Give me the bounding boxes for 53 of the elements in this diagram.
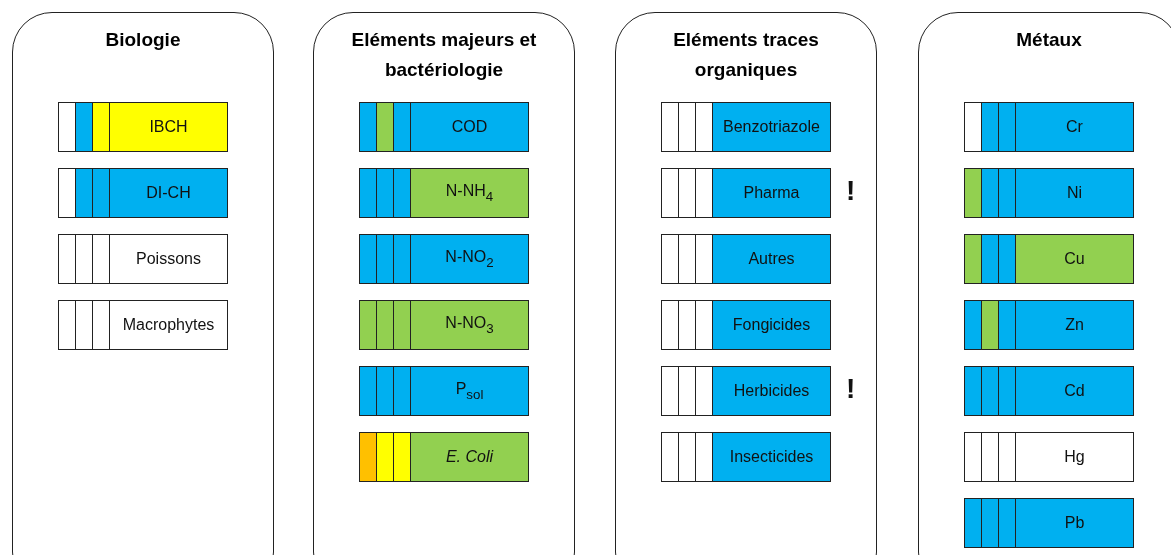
parameter-label: COD [450,118,489,136]
parameter-bar [964,234,1134,284]
parameter-bar [359,366,529,416]
parameter-label: Herbicides [732,382,811,400]
parameter-bar [661,300,831,350]
parameter-bar [58,300,228,350]
parameter-label: N-NH$_{4}$ [444,182,495,204]
parameter-label: E. Coli [444,448,495,466]
parameter-label: Insecticides [728,448,815,466]
parameter-label: Zn [1064,316,1085,334]
parameter-bar [964,168,1134,218]
parameter-bar [964,432,1134,482]
group-panel [313,12,575,555]
parameter-bar [58,234,228,284]
parameter-bar [359,168,529,218]
parameter-bar [359,234,529,284]
parameter-bar [661,432,831,482]
parameter-label: Poissons [135,250,202,268]
parameter-bar [964,498,1134,548]
parameter-label: Cu [1063,250,1086,268]
parameter-bar [58,168,228,218]
parameter-label: IBCH [148,118,189,136]
parameter-label: Hg [1063,448,1086,466]
parameter-bar [964,102,1134,152]
parameter-bar [661,234,831,284]
parameter-label: Benzotriazole [722,118,821,136]
parameter-label: Cr [1065,118,1084,136]
parameter-label: Pb [1063,514,1086,532]
parameter-bar [359,432,529,482]
group-panel [615,12,877,555]
parameter-label: Autres [747,250,796,268]
parameter-bar [359,102,529,152]
parameter-bar [964,366,1134,416]
parameter-bar [661,102,831,152]
panel-title: Métaux [1015,28,1083,52]
parameter-label: Ni [1065,184,1084,202]
parameter-bar [964,300,1134,350]
panel-title: Eléments traces organiques [672,28,820,82]
parameter-label: DI-CH [145,184,192,202]
parameter-label: Pharma [742,184,801,202]
parameter-label: N-NO$_{3}$ [444,314,495,336]
warning-mark: ! [846,373,856,405]
panel-title: Biologie [104,28,182,52]
panel-title: Eléments majeurs et bactériologie [350,28,538,82]
parameter-label: Macrophytes [121,316,216,334]
parameter-bar [58,102,228,152]
group-panel [12,12,274,555]
parameter-label: Cd [1063,382,1086,400]
parameter-label: N-NO$_{2}$ [444,248,495,270]
parameter-label: P$_{sol}$ [454,380,485,402]
parameter-bar [359,300,529,350]
parameter-label: Fongicides [731,316,812,334]
warning-mark: ! [846,175,856,207]
